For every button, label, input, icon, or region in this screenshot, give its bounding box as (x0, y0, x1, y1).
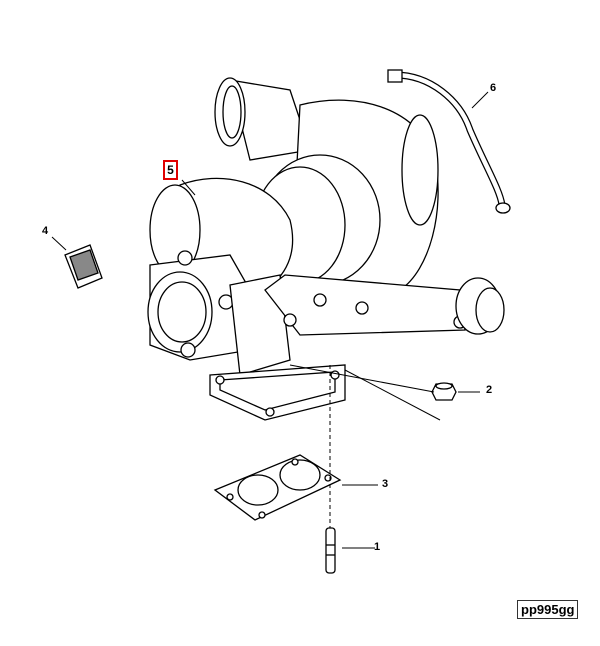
support-bracket (264, 274, 505, 336)
oil-line (387, 69, 511, 214)
compressor-outlet (214, 77, 311, 161)
turbine-housing (149, 99, 439, 301)
callout-3[interactable]: 3 (382, 478, 389, 490)
data-tag (64, 244, 103, 289)
stud (325, 527, 336, 574)
leader-lines (51, 91, 489, 549)
illustration-reference-code: pp995gg (517, 600, 579, 619)
lock-nut (431, 382, 457, 401)
callout-2[interactable]: 2 (486, 384, 493, 396)
callout-4[interactable]: 4 (42, 225, 49, 237)
callout-6[interactable]: 6 (490, 82, 497, 94)
callout-1[interactable]: 1 (374, 541, 381, 553)
callout-5-selected[interactable]: 5 (163, 160, 178, 180)
gasket (213, 454, 342, 521)
